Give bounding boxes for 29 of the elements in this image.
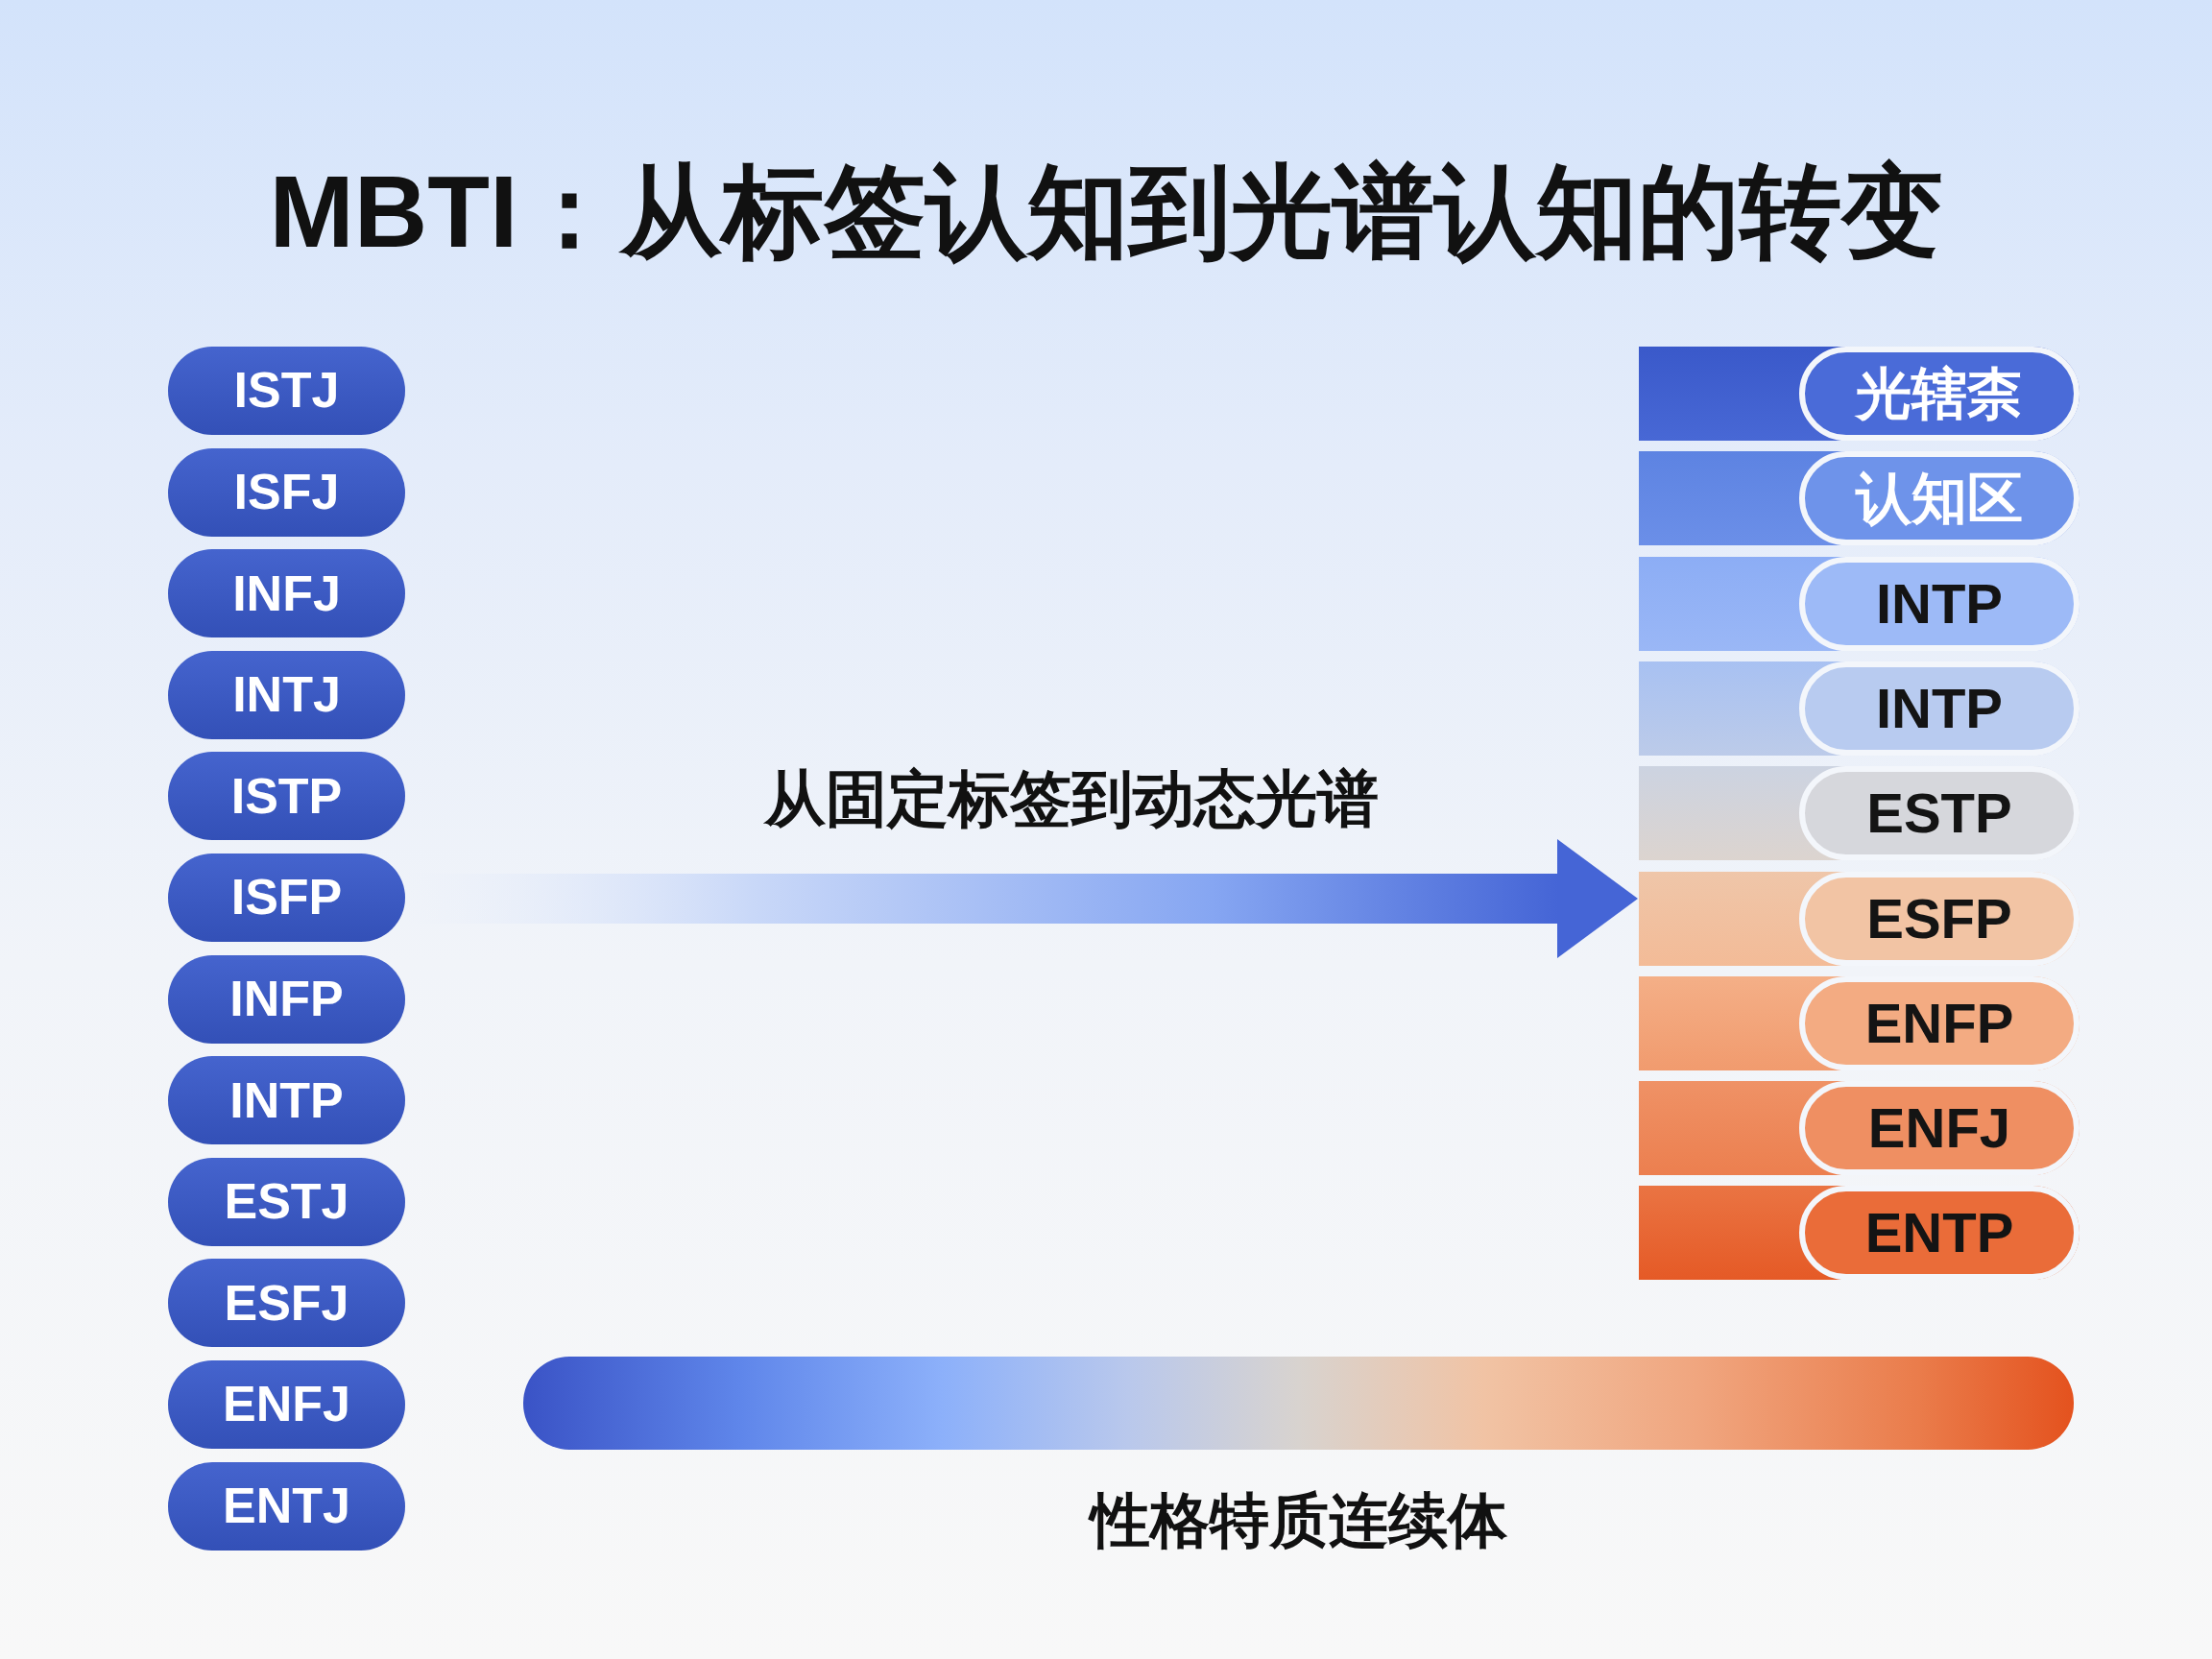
spectrum-band <box>1639 556 2080 651</box>
type-tag: ISFP <box>168 854 405 942</box>
type-tag: INFJ <box>168 549 405 638</box>
title: MBTI：从标签认知到光谱认知的转变 <box>269 154 1943 270</box>
type-tag: INTP <box>1799 661 2080 756</box>
type-tag: 光辖柰 <box>1799 347 2080 441</box>
type-tag: ESFP <box>1799 871 2080 966</box>
type-tag: ENFP <box>1799 975 2080 1070</box>
scale-caption: 性格特质连续体 <box>1090 1486 1507 1555</box>
type-tag: ENTJ <box>168 1461 405 1551</box>
type-tag: ESFJ <box>168 1259 405 1348</box>
type-tag: INTP <box>1799 556 2080 651</box>
type-tag: INTJ <box>168 650 405 739</box>
type-tag: ESTP <box>1799 766 2080 861</box>
type-tag: ESTJ <box>168 1157 405 1246</box>
spectrum-band <box>1639 661 2080 756</box>
type-tag: 认知区 <box>1799 451 2080 546</box>
spectrum-band <box>1639 347 2080 441</box>
type-tag: ENTP <box>1799 1186 2080 1281</box>
type-tag: ENFJ <box>168 1360 405 1449</box>
type-tag: INTP <box>168 1056 405 1145</box>
spectrum-band <box>1639 451 2080 546</box>
spectrum-band <box>1639 766 2080 861</box>
type-tag: ISTP <box>168 752 405 841</box>
edge-label: 从固定标签到动态光谱 <box>764 764 1379 835</box>
type-tag: ENFJ <box>1799 1081 2080 1176</box>
type-tag: ISFJ <box>168 447 405 537</box>
type-tag: ISTJ <box>168 347 405 435</box>
type-tag: INFP <box>168 954 405 1044</box>
